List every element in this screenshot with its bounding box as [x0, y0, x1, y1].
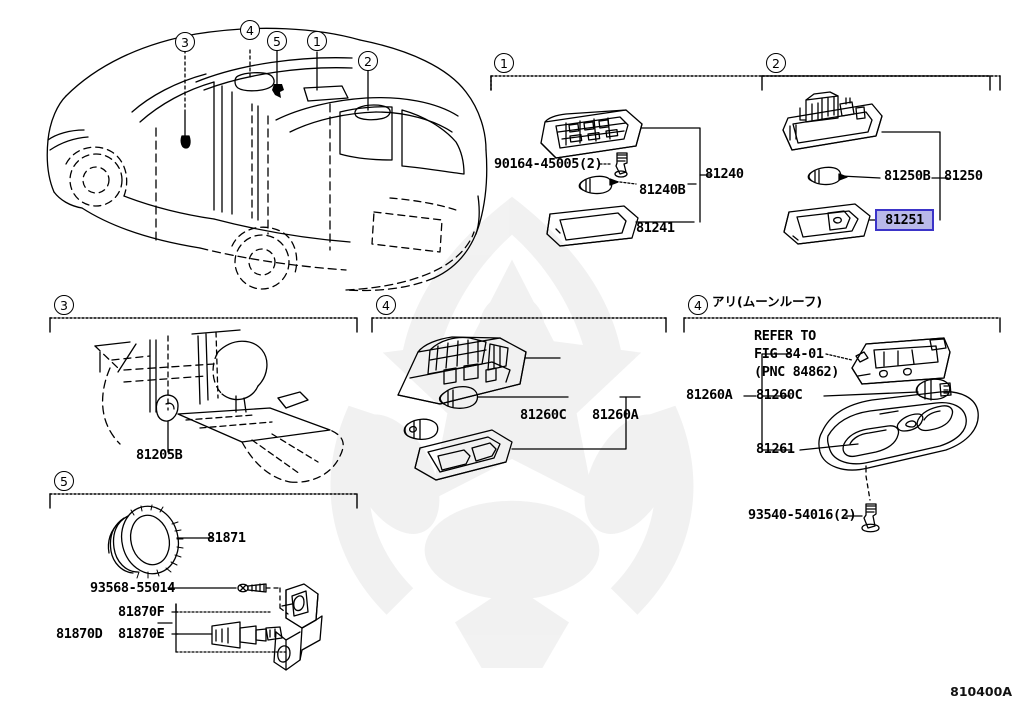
vehicle-callout-2[interactable]: 2 [358, 51, 378, 71]
label-refer-to-line2[interactable]: FIG 84-01 [754, 346, 824, 362]
panel-3-number[interactable]: 3 [54, 295, 74, 315]
label-90164-45005[interactable]: 90164-45005(2) [494, 156, 603, 172]
panel-5-bracket [49, 493, 358, 509]
panel-1-bracket [490, 75, 1001, 91]
label-81260C-a[interactable]: 81260C [520, 407, 567, 423]
panel-2-bracket [761, 75, 991, 91]
label-81870D[interactable]: 81870D [56, 626, 103, 642]
label-81205B[interactable]: 81205B [136, 447, 183, 463]
vehicle-callout-1[interactable]: 1 [307, 31, 327, 51]
label-93540-54016[interactable]: 93540-54016(2) [748, 507, 857, 523]
label-81871[interactable]: 81871 [207, 530, 246, 546]
roof-lamp-4 [234, 72, 275, 92]
vehicle-callout-4[interactable]: 4 [240, 20, 260, 40]
panel-3-bracket [49, 317, 358, 333]
panel-5-artwork [107, 504, 323, 671]
label-81870E[interactable]: 81870E [118, 626, 165, 642]
roof-lamp-1 [303, 85, 349, 102]
panel-4b-bracket [683, 317, 1001, 333]
panel-3-artwork [94, 329, 344, 483]
roof-lamp-5 [272, 84, 284, 98]
label-81261[interactable]: 81261 [756, 441, 795, 457]
panel-4b-number[interactable]: 4 [688, 295, 708, 315]
panel-4b-artwork [743, 337, 979, 533]
panel-2-number[interactable]: 2 [766, 53, 786, 73]
roof-lamp-2 [354, 104, 391, 121]
panel-1-artwork [540, 109, 713, 247]
panel-4a-bracket [371, 317, 667, 333]
label-refer-to-line3: (PNC 84862) [754, 364, 840, 380]
label-81260A-a[interactable]: 81260A [592, 407, 639, 423]
label-81870F[interactable]: 81870F [118, 604, 165, 620]
panel-4a-artwork [397, 336, 641, 481]
panel-4a-number[interactable]: 4 [376, 295, 396, 315]
label-81250[interactable]: 81250 [944, 168, 983, 184]
label-81240[interactable]: 81240 [705, 166, 744, 182]
vehicle-illustration [46, 27, 488, 292]
panel-1-number[interactable]: 1 [494, 53, 514, 73]
label-81260C-b[interactable]: 81260C [756, 387, 803, 403]
label-refer-to-line1: REFER TO [754, 328, 816, 344]
label-81260A-b[interactable]: 81260A [686, 387, 733, 403]
panel-5-number[interactable]: 5 [54, 471, 74, 491]
label-81241[interactable]: 81241 [636, 220, 675, 236]
figure-code: 810400A [950, 684, 1012, 699]
label-93568-55014[interactable]: 93568-55014 [90, 580, 176, 596]
label-81251-highlighted[interactable]: 81251 [875, 209, 934, 231]
vehicle-callout-3[interactable]: 3 [175, 32, 195, 52]
vehicle-callout-5[interactable]: 5 [267, 31, 287, 51]
label-81240B[interactable]: 81240B [639, 182, 686, 198]
panel-2-artwork [782, 91, 949, 245]
label-81250B[interactable]: 81250B [884, 168, 931, 184]
panel-4b-note: アリ(ムーンルーフ) [712, 294, 823, 309]
